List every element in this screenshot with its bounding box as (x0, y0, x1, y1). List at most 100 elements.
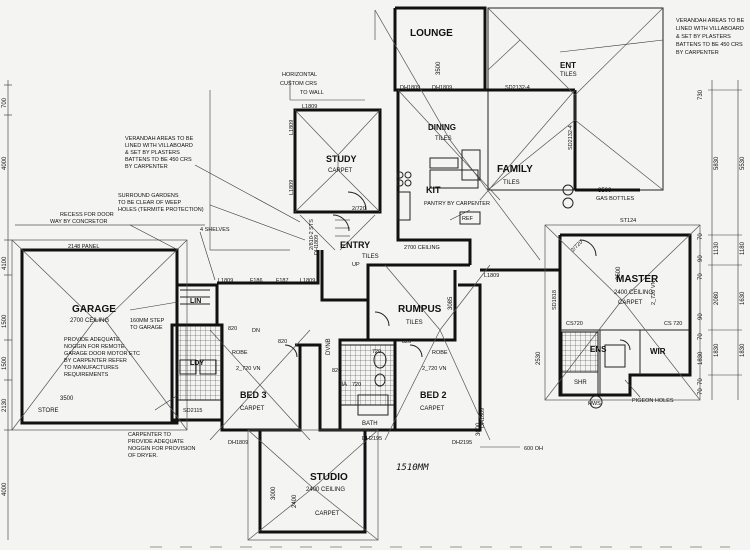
note-verandah-left-1: VERANDAH AREAS TO BE (125, 136, 194, 142)
dim-left-1: 4000 (2, 156, 8, 170)
note-provide-4: BY CARPENTER REFER (64, 358, 127, 364)
code-sd2132-a: SD2132-4 (505, 85, 530, 91)
dim-right-4: 2080 (714, 291, 720, 305)
room-label-studio: STUDIO (310, 472, 348, 483)
note-provide-3: GARAGE DOOR MOTOR ETC (64, 351, 140, 357)
room-label-wir: WIR (650, 347, 666, 356)
dim-left-5: 2130 (2, 398, 8, 412)
code-l1809-f: L1809 (484, 273, 499, 279)
note-step-2: TO GARAGE (130, 325, 163, 331)
note-panel: 2148 PANEL (68, 244, 99, 250)
dim-left-3: 1500 (2, 314, 8, 328)
room-label-ens: ENS (590, 345, 607, 354)
code-720-b: 720 (372, 349, 381, 355)
study-floor: CARPET (328, 168, 353, 174)
note-600-oh: 600 OH (524, 446, 543, 452)
ent-floor: TILES (560, 72, 577, 78)
family-floor: TILES (503, 180, 520, 186)
dim-right-7: 1830 (740, 343, 746, 357)
note-ref: REF (462, 216, 474, 222)
note-gas: GAS BOTTLES (596, 196, 635, 202)
code-820-c: 820 (332, 368, 341, 374)
code-l1809-c: L1809 (289, 180, 295, 195)
dim-left-6: 4000 (2, 482, 8, 496)
note-carpenter-4: OF DRYER. (128, 453, 158, 459)
note-recess-2: WAY BY CONCRETOR (50, 219, 107, 225)
dim-right-inner-3: 70 (698, 273, 704, 280)
code-2720-a: 2/720 (352, 206, 366, 212)
room-label-garage: GARAGE (72, 304, 116, 315)
note-verandah-right-1: VERANDAH AREAS TO BE (676, 18, 745, 24)
dim-right-2: 1180 (740, 241, 746, 255)
code-dh1809-d: DH1809 (228, 440, 248, 446)
dim-right-5: 1630 (740, 291, 746, 305)
leader-lines (129, 39, 664, 411)
dim-right-1: 5530 (740, 156, 746, 170)
exterior-walls (20, 6, 692, 534)
note-surround-1: SURROUND GARDENS (118, 193, 179, 199)
code-sd1818: SD1818 (552, 290, 558, 310)
rumpus-floor: TILES (406, 320, 423, 326)
note-carpenter-2: PROVIDE ADEQUATE (128, 439, 184, 445)
garage-ceiling: 2700 CEILING (70, 318, 109, 324)
code-2720-vn-a: 2_720 VN (236, 366, 260, 372)
annotations: HORIZONTAL CUSTOM CRS TO WALL VERANDAH A… (50, 18, 745, 473)
note-carpenter-1: CARPENTER TO (128, 432, 172, 438)
code-820-a: 820 (278, 339, 287, 345)
code-2720-vn-c: 2_720 VN (651, 281, 657, 305)
dining-floor: TILES (435, 136, 452, 142)
fixtures (179, 149, 631, 416)
code-f186: F186 (250, 278, 263, 284)
entry-floor: TILES (362, 254, 379, 260)
code-2720-vn-b: 2_720 VN (422, 366, 446, 372)
room-label-entry: ENTRY (340, 240, 370, 250)
dim-right-0: 5830 (714, 156, 720, 170)
roof-lines (11, 7, 701, 541)
code-820-b: 820 (402, 339, 411, 345)
code-820-d: 820 (228, 326, 237, 332)
note-shelves: 4 SHELVES (200, 227, 230, 233)
dim-left-2: 4100 (2, 256, 8, 270)
lounge-dimension: 3500 (436, 61, 442, 75)
dimension-text: 700 4000 4100 1500 1500 2130 4000 5830 5… (2, 89, 746, 508)
room-label-ent: ENT (560, 61, 576, 70)
note-pantry: PANTRY BY CARPENTER (424, 201, 490, 207)
dim-right-inner-7: 70 (698, 378, 704, 385)
code-l1809-b: L1809 (289, 120, 295, 135)
dimension-lines (4, 80, 742, 540)
code-dh1809-e: DH1809 (480, 408, 486, 428)
dim-right-inner-6: 1830 (698, 351, 704, 365)
note-handwritten-1510: 1510MM (396, 463, 429, 473)
code-sd2132-b: SD2132-4 (568, 125, 574, 150)
note-pigeon: PIGEON HOLES (632, 398, 674, 404)
note-provide-1: PROVIDE ADEQUATE (64, 337, 120, 343)
dim-right-inner-4: 90 (698, 313, 704, 320)
bed2-floor: CARPET (420, 406, 445, 412)
note-step-1: 160MM STEP (130, 318, 165, 324)
dim-left-0: 700 (2, 97, 8, 108)
note-surround-3: HOLES (TERMITE PROTECTION) (118, 207, 204, 213)
note-provide-2: NOGGIN FOR REMOTE (64, 344, 125, 350)
note-to-wall: TO WALL (300, 90, 324, 96)
code-dh1809-c: DH1809 (314, 235, 320, 255)
code-dh2195-a: DH2195 (362, 436, 382, 442)
note-verandah-right-4: BATTENS TO BE 450 CRS (676, 42, 743, 48)
code-cs720-b: CS 720 (664, 321, 682, 327)
room-label-bed2: BED 2 (420, 390, 447, 400)
room-label-lin: LIN (190, 298, 201, 305)
code-l1809-d: L1809 (218, 278, 233, 284)
dim-inner-6: 2400 (292, 494, 298, 508)
dim-inner-0: 3500 (598, 188, 612, 194)
room-label-ldy: LDY (190, 360, 204, 367)
room-labels: LOUNGE 3500 ENT TILES DINING TILES FAMIL… (38, 28, 666, 517)
room-label-store: STORE (38, 408, 59, 414)
room-label-kit: KIT (426, 185, 441, 195)
room-label-study: STUDY (326, 154, 357, 164)
room-label-dvnb: DVNB (326, 338, 332, 355)
room-label-lia: LIA (338, 382, 347, 388)
note-provide-6: REQUIREMENTS (64, 372, 109, 378)
code-dh1809-b: DH1809 (432, 85, 452, 91)
note-recess-1: RECESS FOR DOOR (60, 212, 114, 218)
note-verandah-left-5: BY CARPENTER (125, 164, 168, 170)
